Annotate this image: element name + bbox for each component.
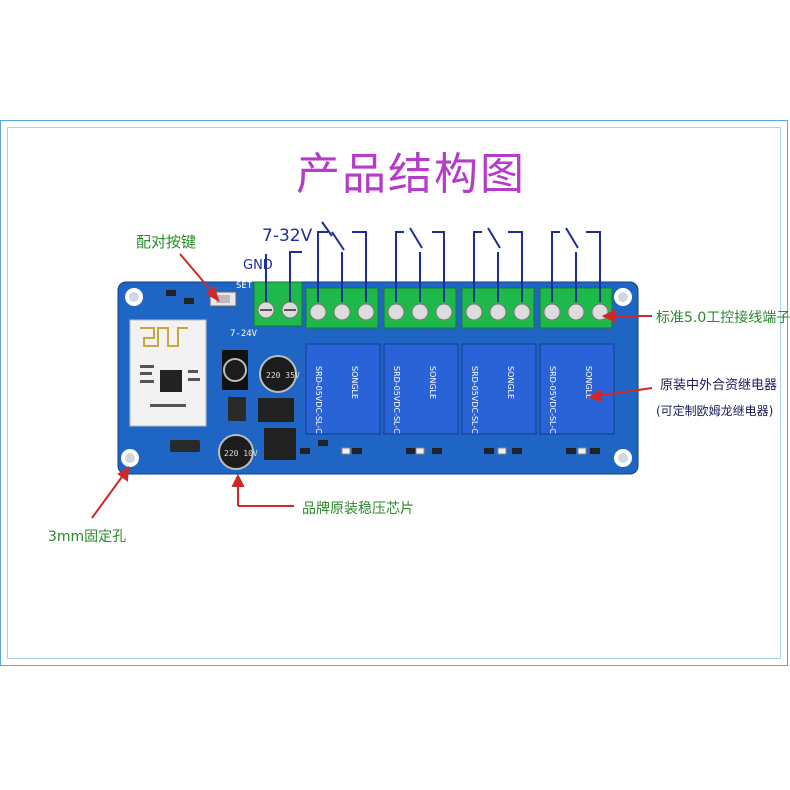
antenna-trace — [140, 327, 188, 347]
label-terminal: 标准5.0工控接线端子 — [656, 310, 790, 326]
mount-hole-tr — [614, 288, 632, 306]
svg-text:SONGLE: SONGLE — [428, 366, 437, 399]
input-silkscreen: 7-24V — [230, 329, 258, 339]
mount-hole-tl — [125, 288, 143, 306]
mount-hole-bl — [121, 449, 139, 467]
terminal-power — [253, 281, 303, 327]
capacitor-1 — [222, 350, 248, 390]
relay-1: SRD-05VDC-SL-C SONGLE — [305, 343, 381, 435]
capacitor-2: 220 35V — [259, 355, 300, 393]
svg-text:SRD-05VDC-SL-C: SRD-05VDC-SL-C — [314, 366, 323, 434]
relay-4: SRD-05VDC-SL-C SONGLE — [539, 343, 615, 435]
page-title: 产品结构图 — [296, 149, 526, 200]
relay-2: SRD-05VDC-SL-C SONGLE — [383, 343, 459, 435]
svg-text:220 35V: 220 35V — [266, 371, 300, 380]
module-chip — [160, 370, 182, 392]
label-relay-line1: 原装中外合资继电器 — [660, 378, 778, 393]
voltage-wires — [265, 221, 601, 302]
annotation-arrows — [91, 253, 653, 519]
mount-hole-br — [614, 449, 632, 467]
label-pair-button: 配对按键 — [136, 233, 197, 251]
relay-3: SRD-05VDC-SL-C SONGLE — [461, 343, 537, 435]
svg-text:SONGLE: SONGLE — [506, 366, 515, 399]
label-gnd: GND — [243, 258, 273, 273]
regulator-chip — [228, 397, 246, 421]
svg-text:SRD-05VDC-SL-C: SRD-05VDC-SL-C — [392, 366, 401, 434]
label-voltage: 7-32V — [262, 226, 313, 246]
svg-text:SONGLE: SONGLE — [350, 366, 359, 399]
smd-components — [166, 290, 600, 454]
svg-text:SONGLE: SONGLE — [584, 366, 593, 399]
set-silkscreen: SET — [236, 281, 253, 291]
label-relay-line2: (可定制欧姆龙继电器) — [656, 404, 774, 418]
svg-text:SRD-05VDC-SL-C: SRD-05VDC-SL-C — [548, 366, 557, 434]
status-leds — [341, 447, 587, 455]
svg-text:SRD-05VDC-SL-C: SRD-05VDC-SL-C — [470, 366, 479, 434]
frame-inner-border — [7, 127, 781, 659]
label-mount-hole: 3mm固定孔 — [48, 529, 127, 545]
header-pins — [170, 440, 200, 452]
capacitor-3: 220 10V — [218, 434, 258, 470]
svg-text:220 10V: 220 10V — [224, 449, 258, 458]
label-regulator: 品牌原装稳压芯片 — [302, 501, 414, 517]
